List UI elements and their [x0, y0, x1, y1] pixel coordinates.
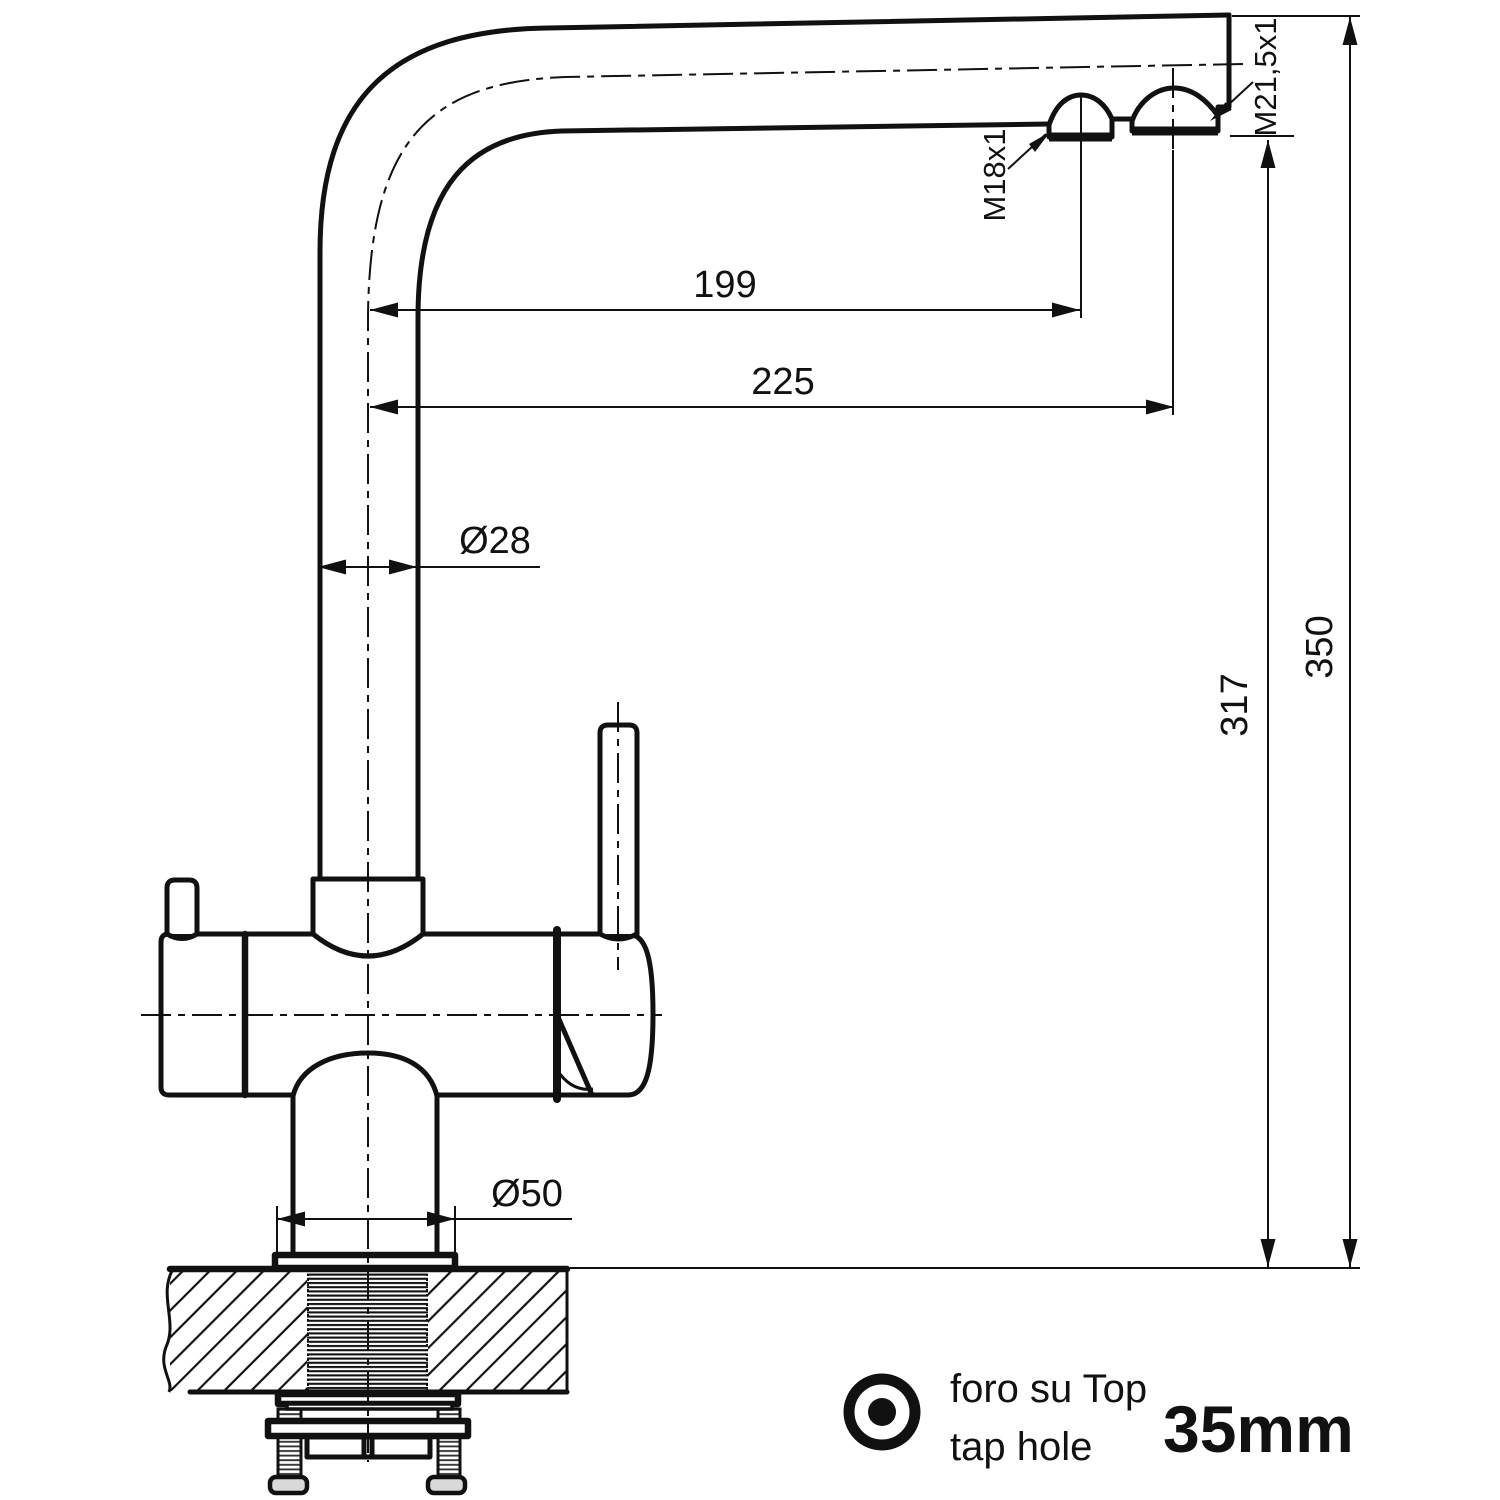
lever-pivot-diagonal: [555, 1014, 595, 1098]
faucet-outline: [158, 12, 1232, 1272]
outlet1-dome: [1046, 92, 1115, 140]
arrowhead: [1342, 17, 1358, 45]
thread-callout-m215: M21,5x1: [1210, 18, 1283, 137]
arrowhead: [389, 559, 417, 575]
leader-arrowhead: [1029, 132, 1050, 152]
dimension-pipe-diameter: Ø28: [318, 520, 540, 575]
filter-knob-base-arc: [164, 931, 200, 941]
arrowhead: [427, 1211, 455, 1227]
legend-label-italian: foro su Top: [950, 1367, 1147, 1411]
dimension-350: 350: [570, 15, 1360, 1269]
tap-hole-legend: foro su Top tap hole 35mm: [843, 1367, 1354, 1469]
arrowhead: [370, 302, 398, 318]
legend-hole-size: 35mm: [1163, 1392, 1354, 1466]
arrowhead: [318, 559, 346, 575]
countertop-break-line: [162, 1268, 175, 1393]
countertop-hatch-left: [170, 1269, 307, 1391]
legend-label-english: tap hole: [950, 1425, 1092, 1469]
mixer-lever-base-arc: [597, 931, 640, 942]
tap-hole-icon-dot: [868, 1398, 896, 1426]
base-flange: [271, 1251, 459, 1272]
dim-label-317: 317: [1214, 673, 1256, 736]
arrowhead: [1146, 399, 1174, 415]
dim-label-350: 350: [1299, 615, 1341, 678]
bolt-head-left: [267, 1474, 310, 1496]
thread-callout-m18: M18x1: [977, 128, 1050, 222]
countertop-section: [162, 1265, 571, 1395]
arrowhead: [1260, 140, 1276, 168]
arrowhead: [277, 1211, 305, 1227]
mounting-hardware: [264, 1390, 472, 1496]
dimension-199: 199: [370, 96, 1082, 318]
dimension-225: 225: [370, 150, 1174, 415]
countertop-hatch-right: [428, 1269, 567, 1391]
leader-arrowhead: [1210, 102, 1232, 121]
arrowhead: [370, 399, 398, 415]
filter-knob: [164, 877, 200, 937]
dimension-317: 317: [1214, 135, 1294, 1267]
dim-label-199: 199: [693, 264, 756, 306]
arrowhead: [1052, 302, 1080, 318]
spout-outer-profile: [317, 12, 1232, 882]
thread-label-m18: M18x1: [977, 128, 1012, 221]
lever-swing-arc: [555, 1069, 594, 1091]
thread-label-m215: M21,5x1: [1248, 18, 1283, 137]
tap-hole-icon: [843, 1373, 921, 1451]
arrowhead: [1342, 1239, 1358, 1267]
bolt-head-right: [425, 1474, 468, 1496]
spout-inner-profile: [415, 121, 1052, 882]
centerlines: [141, 63, 1244, 1462]
gasket-plate: [285, 1402, 454, 1411]
outlet2-dome: [1129, 85, 1221, 134]
dim-label-d50: Ø50: [491, 1173, 563, 1215]
body-bottom-arch: [290, 1050, 440, 1099]
arrowhead: [1260, 1239, 1276, 1267]
dim-label-d28: Ø28: [459, 520, 531, 562]
dim-label-225: 225: [751, 361, 814, 403]
dimension-base-diameter: Ø50: [276, 1173, 572, 1252]
pipe-centerline: [367, 63, 1244, 1462]
